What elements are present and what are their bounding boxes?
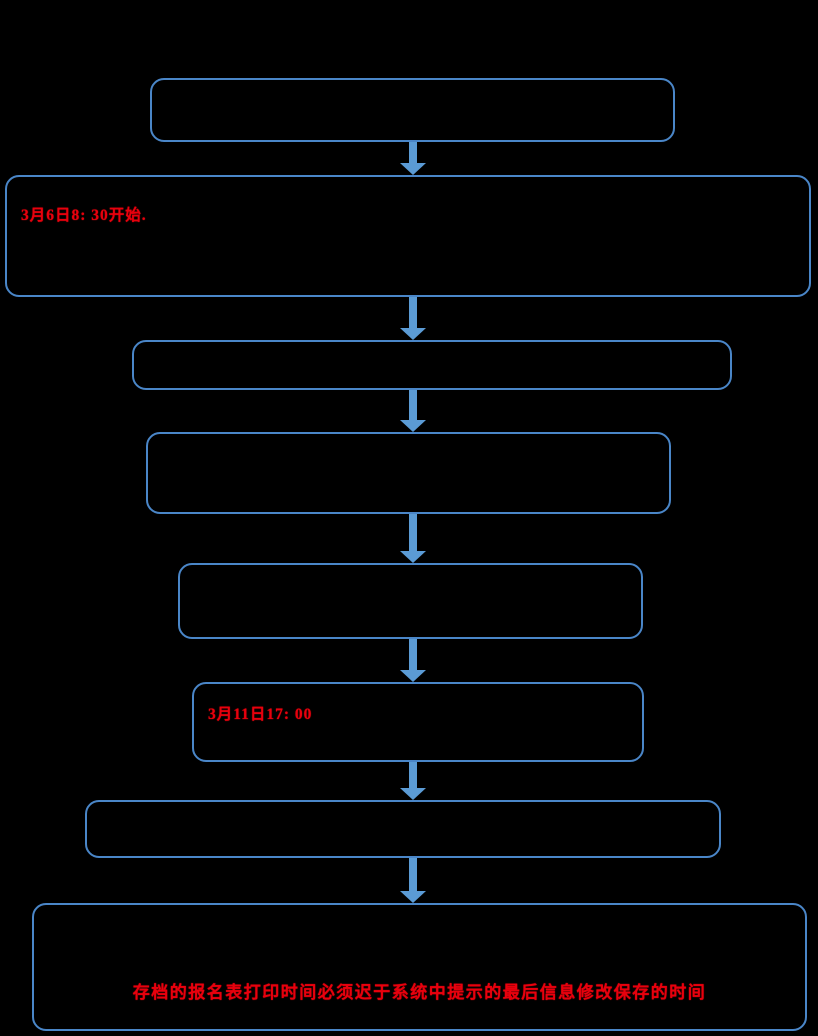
arrow-head	[400, 891, 426, 903]
flow-node-step-8-highlight: 存档的报名表打印时间必须迟于系统中提示的最后信息修改保存的时间	[132, 982, 707, 1002]
arrow-shaft	[409, 142, 417, 163]
arrow-shaft	[409, 639, 417, 670]
flow-node-step-6[interactable]: 3月11日17: 00	[192, 682, 644, 762]
flow-node-step-4[interactable]	[146, 432, 671, 514]
flow-node-step-7[interactable]	[85, 800, 721, 858]
arrow-head	[400, 328, 426, 340]
down-arrow-icon-step4-step5	[400, 514, 426, 563]
arrow-head	[400, 670, 426, 682]
down-arrow-icon-step1-step2	[400, 142, 426, 175]
arrow-shaft	[409, 390, 417, 420]
arrow-shaft	[409, 762, 417, 788]
flow-node-step-5[interactable]	[178, 563, 643, 639]
arrow-head	[400, 788, 426, 800]
arrow-head	[400, 420, 426, 432]
down-arrow-icon-step2-step3	[400, 297, 426, 340]
down-arrow-icon-step6-step7	[400, 762, 426, 800]
flow-node-step-2[interactable]: 3月6日8: 30开始.	[5, 175, 811, 297]
down-arrow-icon-step3-step4	[400, 390, 426, 432]
arrow-head	[400, 551, 426, 563]
flow-node-step-1[interactable]	[150, 78, 675, 142]
arrow-shaft	[409, 514, 417, 551]
flow-node-step-6-highlight: 3月11日17: 00	[208, 706, 313, 723]
down-arrow-icon-step7-step8	[400, 858, 426, 903]
down-arrow-icon-step5-step6	[400, 639, 426, 682]
arrow-shaft	[409, 858, 417, 891]
arrow-shaft	[409, 297, 417, 328]
flow-node-step-3[interactable]	[132, 340, 732, 390]
flow-node-step-2-highlight: 3月6日8: 30开始.	[21, 207, 147, 224]
flow-node-step-8[interactable]: 存档的报名表打印时间必须迟于系统中提示的最后信息修改保存的时间	[32, 903, 807, 1031]
arrow-head	[400, 163, 426, 175]
